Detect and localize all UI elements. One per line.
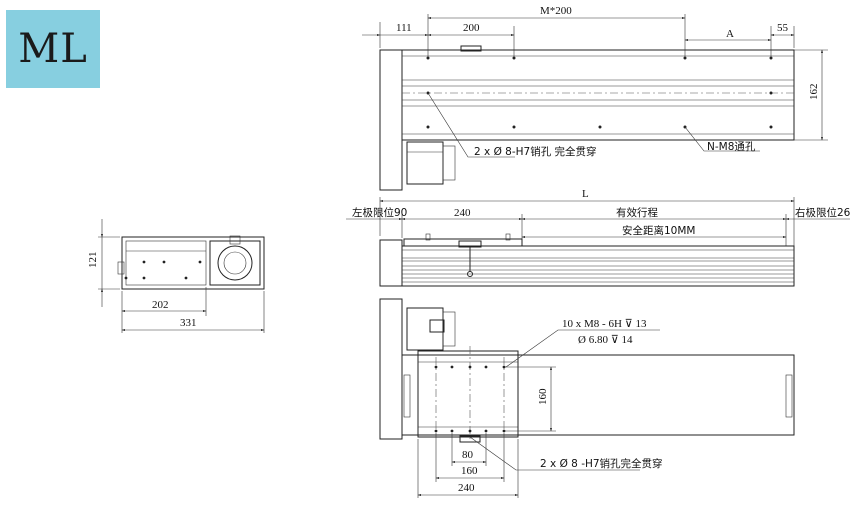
bottom-carriage xyxy=(417,350,519,438)
note-pin-bottom: 2 x Ø 8 -H7销孔完全贯穿 xyxy=(540,457,663,470)
bottom-end-plate xyxy=(379,298,403,440)
left-limit-label: 左极限位90 xyxy=(352,206,407,219)
dim-55: 55 xyxy=(777,22,789,34)
note-tapped-holes: 10 x M8 - 6H ⊽ 13 xyxy=(562,318,647,330)
top-end-plate xyxy=(379,49,403,191)
dim-240-front: 240 xyxy=(454,207,471,219)
front-end-plate xyxy=(379,239,403,287)
top-view: 111 200 M*200 A 55 162 2 x Ø 8-H7销孔 完全贯穿… xyxy=(362,5,828,191)
side-motor-flange xyxy=(209,240,261,286)
side-width-202: 202 xyxy=(152,299,169,311)
right-limit-label: 右极限位26 xyxy=(795,206,851,219)
bottom-view: 10 x M8 - 6H ⊽ 13 Ø 6.80 ⊽ 14 160 80 160… xyxy=(379,298,795,498)
bottom-motor xyxy=(406,307,444,351)
bottom-rail-body xyxy=(401,354,795,436)
front-carriage xyxy=(403,238,523,247)
dim-l: L xyxy=(582,188,589,200)
dim-160-bottom: 160 xyxy=(461,465,478,477)
dim-a: A xyxy=(726,28,734,40)
note-pin-top: 2 x Ø 8-H7销孔 完全贯穿 xyxy=(474,145,597,158)
top-motor xyxy=(406,141,444,185)
stroke-label: 有效行程 xyxy=(616,206,658,219)
note-thru-hole: N-M8通孔 xyxy=(707,140,756,153)
safety-distance-label: 安全距离10MM xyxy=(622,224,695,237)
dim-200: 200 xyxy=(463,22,480,34)
dim-80: 80 xyxy=(462,449,474,461)
note-drill-depth: Ø 6.80 ⊽ 14 xyxy=(578,334,633,346)
dim-162: 162 xyxy=(808,84,820,101)
model-label: ML xyxy=(18,26,88,72)
dim-m200: M*200 xyxy=(540,5,572,17)
dim-111: 111 xyxy=(396,22,412,34)
top-body xyxy=(401,49,795,141)
dim-240-bottom: 240 xyxy=(458,482,475,494)
side-view: 121 202 331 xyxy=(87,219,265,333)
side-body xyxy=(121,236,265,290)
dim-160-vertical: 160 xyxy=(537,388,549,405)
side-width-331: 331 xyxy=(180,317,197,329)
side-height-label: 121 xyxy=(87,252,99,269)
front-view: L 左极限位90 240 有效行程 右极限位26 安全距离10MM xyxy=(346,188,851,287)
model-badge: ML xyxy=(6,10,100,88)
